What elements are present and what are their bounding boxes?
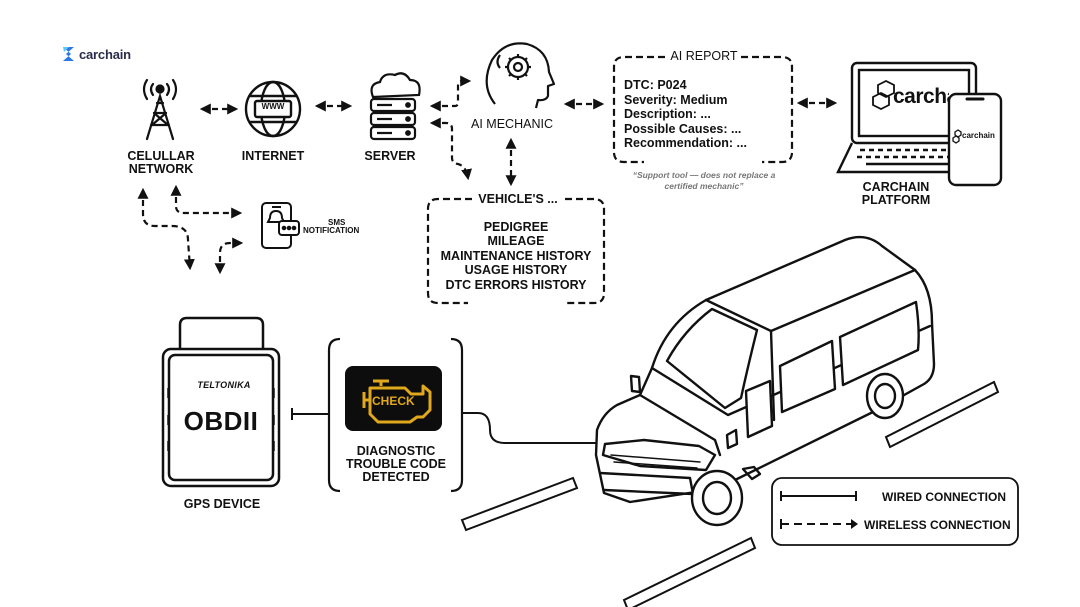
obd-device (161, 316, 281, 488)
ai-report-box (612, 55, 794, 164)
globe-www-text: WWW (261, 102, 285, 111)
cellular-network-label: CELULLAR NETWORK (118, 149, 204, 177)
ai-mechanic-label: AI MECHANIC (471, 117, 553, 131)
ai-report-disclaimer: “Support tool — does not replace a certi… (612, 170, 796, 191)
dtc-label-line1: DIAGNOSTIC (356, 444, 436, 458)
engine-icon (362, 379, 432, 424)
vehicle-data-title: VEHICLE'S ... (478, 192, 558, 206)
phone-brand-text: carchain (962, 131, 995, 140)
laptop-brand-text: carchain (893, 86, 949, 108)
disclaimer-line2: certified mechanic” (664, 180, 744, 191)
cellular-label-line1: CELULLAR (127, 149, 195, 163)
dtc-label-line3: DETECTED (362, 470, 430, 485)
report-line: DTC: P024 (624, 78, 687, 92)
teltonika-brand: TELTONIKA (197, 380, 251, 390)
vehicle-data-item: USAGE HISTORY (464, 263, 568, 278)
internet-label: INTERNET (241, 149, 305, 163)
sms-phone-icon (261, 202, 300, 249)
platform-label-line2: PLATFORM (861, 193, 931, 208)
vehicle-data-item: MAINTENANCE HISTORY (440, 248, 592, 263)
cellular-tower-icon (142, 78, 178, 141)
legend-box (771, 477, 1019, 546)
logo-text: carchain (79, 46, 131, 62)
server-icon (369, 72, 421, 141)
obd-model-label: OBDII (183, 406, 259, 436)
road-markings (460, 380, 1000, 607)
vehicle-data-item: MILEAGE (487, 234, 545, 249)
sms-notification-label: SMS NOTIFICATION (303, 218, 369, 236)
carchain-logo-icon (63, 47, 74, 61)
dtc-label: DIAGNOSTIC TROUBLE CODE DETECTED (335, 444, 457, 485)
platform-label-line1: CARCHAIN (862, 180, 930, 194)
disclaimer-line1: “Support tool — does not replace a (632, 170, 776, 180)
brand-logo[interactable]: carchain (62, 45, 131, 63)
phone-icon (947, 92, 1003, 187)
vehicle-data-item: PEDIGREE (483, 220, 549, 234)
report-line: Severity: Medium (624, 92, 728, 107)
vehicle-data-box (426, 197, 606, 305)
report-line: Description: ... (624, 107, 711, 122)
sms-label-line1: SMS (328, 218, 346, 227)
server-label: SERVER (364, 149, 416, 163)
check-badge-text: CHECK (372, 394, 415, 408)
network-connections (137, 75, 838, 275)
ai-report-title: AI REPORT (670, 49, 738, 63)
legend-wired-label: WIRED CONNECTION (882, 490, 1006, 504)
vehicle-data-list: PEDIGREE MILEAGE MAINTENANCE HISTORY USA… (428, 220, 604, 292)
platform-label: CARCHAIN PLATFORM (848, 180, 944, 208)
gps-device-label: GPS DEVICE (183, 497, 261, 511)
legend-wireless-label: WIRELESS CONNECTION (864, 518, 1011, 532)
sms-label-line2: NOTIFICATION (303, 226, 360, 236)
report-line: Possible Causes: ... (624, 121, 742, 136)
van-illustration (594, 235, 936, 527)
ai-report-lines: DTC: P024 Severity: Medium Description: … (624, 78, 790, 151)
ai-head-icon (485, 42, 556, 109)
globe-icon (244, 80, 302, 138)
report-line: Recommendation: ... (624, 136, 747, 151)
vehicle-data-item: DTC ERRORS HISTORY (445, 277, 587, 292)
dtc-label-line2: TROUBLE CODE (346, 457, 446, 472)
cellular-label-line2: NETWORK (128, 162, 194, 177)
